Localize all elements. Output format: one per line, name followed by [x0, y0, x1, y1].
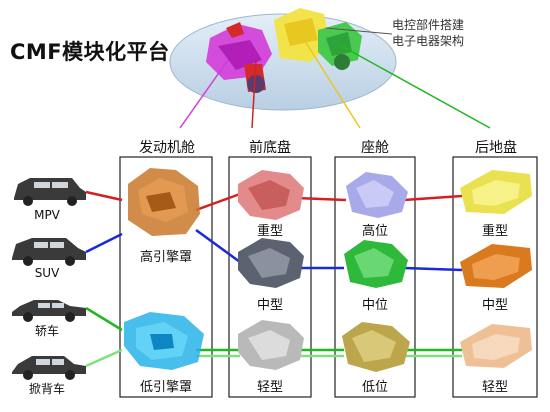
vehicle-label-sedan: 轿车 [34, 324, 59, 338]
vehicle-label-mpv: MPV [34, 208, 60, 222]
suv-icon [12, 238, 86, 266]
engine-label-low-hood: 低引擎罩 [139, 380, 192, 395]
engine-label-high-hood: 高引擎罩 [139, 250, 192, 265]
rear-light-component [460, 324, 532, 368]
cabin-column-box [334, 156, 416, 398]
rear-label-medium: 中型 [481, 298, 508, 313]
platform-illustration [169, 8, 491, 129]
cabin-label-high: 高位 [361, 224, 388, 239]
cabin-low-component [342, 322, 410, 372]
front-light-component [238, 320, 304, 370]
high-hood-component [128, 168, 200, 236]
rear-medium-component [460, 244, 532, 288]
vehicle-label-suv: SUV [34, 266, 60, 280]
rear-heavy-component [460, 170, 532, 214]
sedan-icon [12, 300, 86, 322]
connection-lines [85, 190, 463, 368]
column-header-engine-bay: 发动机舱 [139, 140, 195, 156]
electronic-control-note: 电控部件搭建 [392, 18, 465, 32]
cabin-medium-component [344, 240, 408, 288]
electrical-architecture-note: 电子电器架构 [392, 34, 465, 48]
mpv-icon [14, 178, 86, 206]
front-label-light: 轻型 [256, 380, 283, 395]
column-header-rear-chassis: 后地盘 [475, 140, 517, 156]
front-label-medium: 中型 [256, 298, 283, 313]
engine-bay-column-box [119, 156, 213, 398]
front-label-heavy: 重型 [256, 224, 283, 239]
vehicle-icons [12, 178, 86, 380]
column-header-cabin: 座舱 [361, 140, 389, 156]
rear-chassis-column-box [452, 156, 538, 398]
column-header-front-chassis: 前底盘 [249, 140, 291, 156]
vehicle-label-hatchback: 掀背车 [28, 382, 65, 396]
rear-label-light: 轻型 [481, 380, 508, 395]
page-title: CMF模块化平台 [10, 40, 170, 64]
front-heavy-component [238, 170, 304, 220]
cabin-label-low: 低位 [361, 380, 388, 395]
front-medium-component [238, 238, 304, 288]
rear-label-heavy: 重型 [481, 224, 508, 239]
cabin-high-component [346, 172, 408, 218]
hatchback-icon [12, 356, 86, 380]
front-chassis-column-box [228, 156, 312, 398]
cabin-label-medium: 中位 [361, 298, 388, 313]
low-hood-component [124, 312, 204, 370]
